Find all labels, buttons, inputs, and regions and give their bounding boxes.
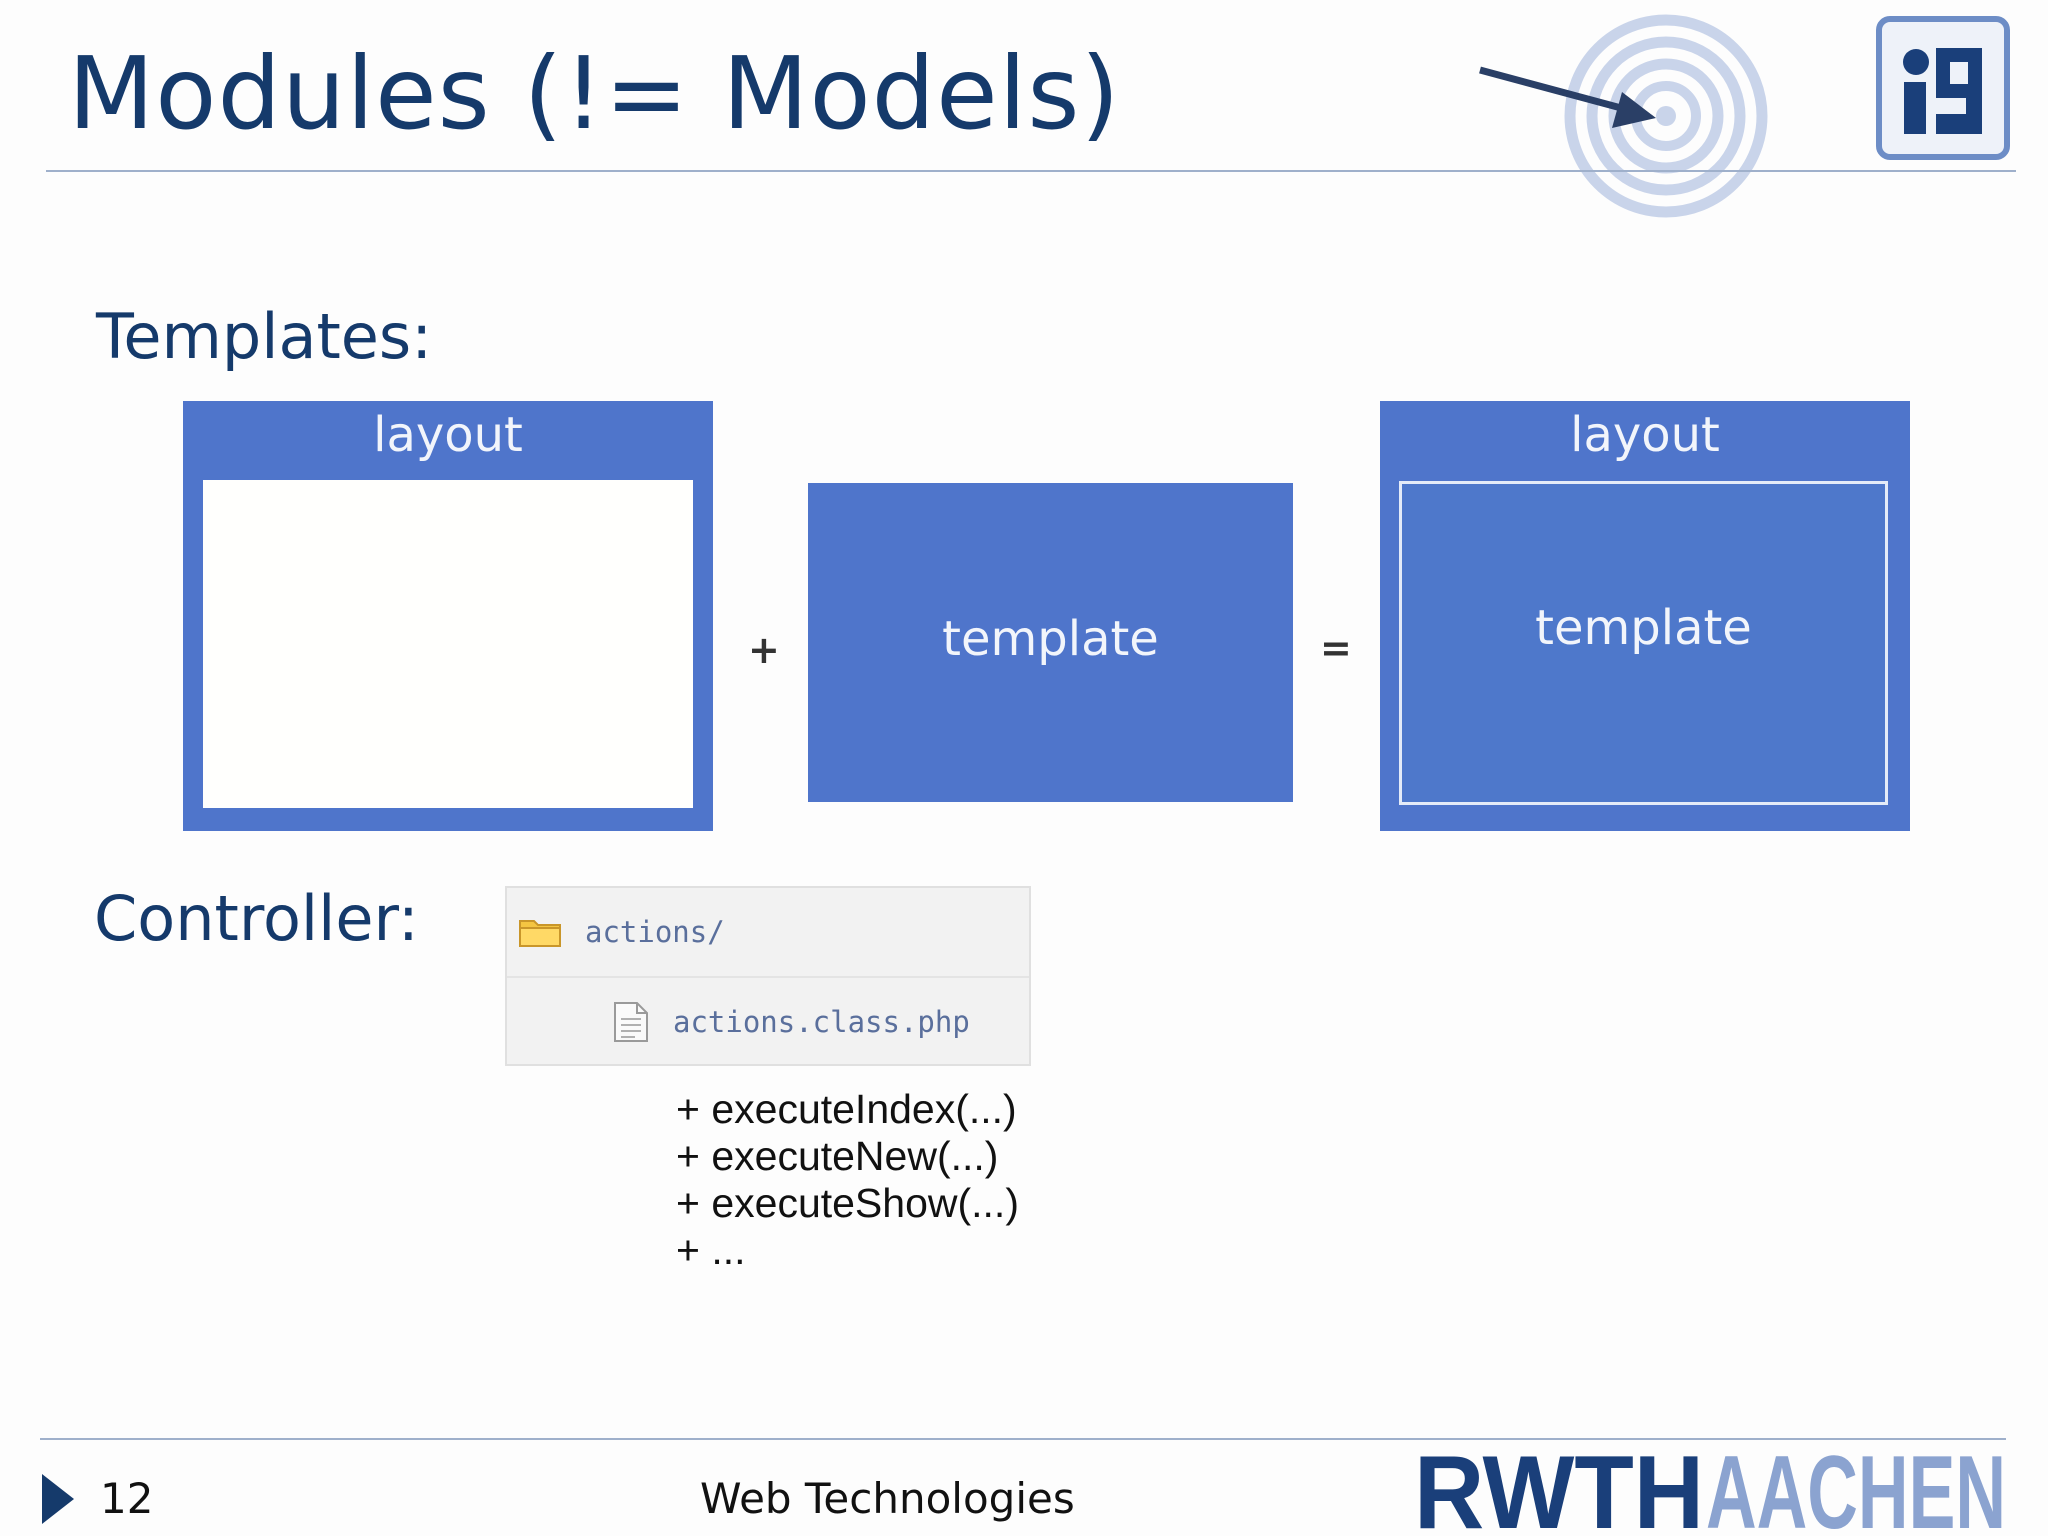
method-item: + executeNew(...) (676, 1133, 999, 1179)
tree-item-folder[interactable]: actions/ (507, 888, 1029, 978)
template-box: template (808, 483, 1293, 802)
institute-logo (1876, 16, 2010, 160)
university-logo: RWTH AACHEN (1414, 1448, 2006, 1532)
slide-title: Modules (!= Models) (68, 35, 1121, 152)
method-item: + ... (676, 1227, 746, 1273)
layout-box-title: layout (1570, 407, 1720, 463)
template-inner-label: template (1535, 600, 1752, 656)
svg-text:AACHEN: AACHEN (1706, 1448, 2006, 1532)
layout-box-title: layout (373, 407, 523, 463)
footer-divider (40, 1438, 2006, 1440)
file-icon (614, 1002, 648, 1042)
course-title: Web Technologies (700, 1474, 1075, 1523)
layout-box-combined: layout template (1380, 401, 1910, 831)
method-item: + executeIndex(...) (676, 1086, 1017, 1132)
template-box-label: template (942, 611, 1159, 667)
method-list: + executeIndex(...) + executeNew(...) + … (676, 1086, 1019, 1274)
controller-label: Controller: (94, 882, 419, 955)
target-arrow-icon (1479, 14, 1768, 218)
file-tree: actions/ actions.class.php (505, 886, 1031, 1066)
folder-icon (519, 920, 561, 947)
svg-text:RWTH: RWTH (1414, 1448, 1704, 1532)
layout-box-empty: layout (183, 401, 713, 831)
header-divider (46, 170, 2016, 172)
templates-label: Templates: (96, 300, 433, 373)
layout-content-template: template (1399, 481, 1888, 805)
page-number: 12 (100, 1474, 154, 1523)
tree-item-file[interactable]: actions.class.php (507, 978, 1029, 1066)
method-item: + executeShow(...) (676, 1180, 1019, 1226)
layout-content-slot (203, 480, 693, 808)
plus-operator: + (748, 628, 780, 672)
equals-operator: = (1320, 626, 1352, 670)
folder-name: actions/ (585, 915, 725, 949)
triangle-right-icon (42, 1474, 74, 1524)
i9-logo-icon (1886, 26, 2000, 150)
file-name: actions.class.php (673, 1005, 970, 1039)
